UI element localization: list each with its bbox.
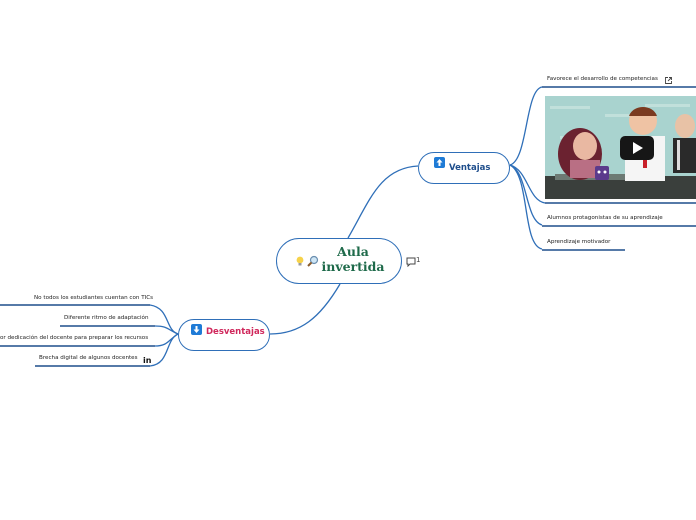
central-title: Aula invertida xyxy=(321,244,385,274)
connector-leaf-1 xyxy=(509,86,543,166)
arrow-down-icon xyxy=(191,324,202,335)
leaf-ritmo[interactable]: Diferente ritmo de adaptación xyxy=(64,315,149,321)
lightbulb-icon xyxy=(296,256,304,266)
leaf-competencias[interactable]: Favorece el desarrollo de competencias xyxy=(547,76,658,82)
branch-ventajas[interactable] xyxy=(418,152,510,184)
connector-leaf-2 xyxy=(509,164,543,226)
connector-video xyxy=(509,164,546,204)
branch-desventajas-label: Desventajas xyxy=(206,327,265,337)
leaf-dedicacion[interactable]: or dedicación del docente para preparar … xyxy=(0,335,149,341)
connector-dleaf-2 xyxy=(154,325,179,335)
comment-count: 1 xyxy=(416,256,421,264)
magnifier-icon xyxy=(307,255,319,267)
leaf-brecha[interactable]: Brecha digital de algunos docentes xyxy=(39,355,138,361)
linkedin-icon[interactable]: in xyxy=(143,356,152,365)
play-icon[interactable] xyxy=(620,136,654,160)
connector-desventajas xyxy=(269,283,341,335)
central-node[interactable] xyxy=(276,238,402,284)
connector-dleaf-4 xyxy=(149,333,179,367)
arrow-up-icon xyxy=(434,157,445,168)
leaf-protagonistas[interactable]: Alumnos protagonistas de su aprendizaje xyxy=(547,215,663,221)
branch-ventajas-label: Ventajas xyxy=(449,163,491,173)
connector-leaf-3 xyxy=(509,164,543,250)
connector-dleaf-1 xyxy=(149,304,179,335)
leaf-motivador[interactable]: Aprendizaje motivador xyxy=(547,239,611,245)
leaf-tics[interactable]: No todos los estudiantes cuentan con TIC… xyxy=(34,295,154,301)
connector-ventajas xyxy=(347,165,419,239)
comment-icon[interactable] xyxy=(406,257,416,267)
external-link-icon[interactable] xyxy=(665,77,672,84)
